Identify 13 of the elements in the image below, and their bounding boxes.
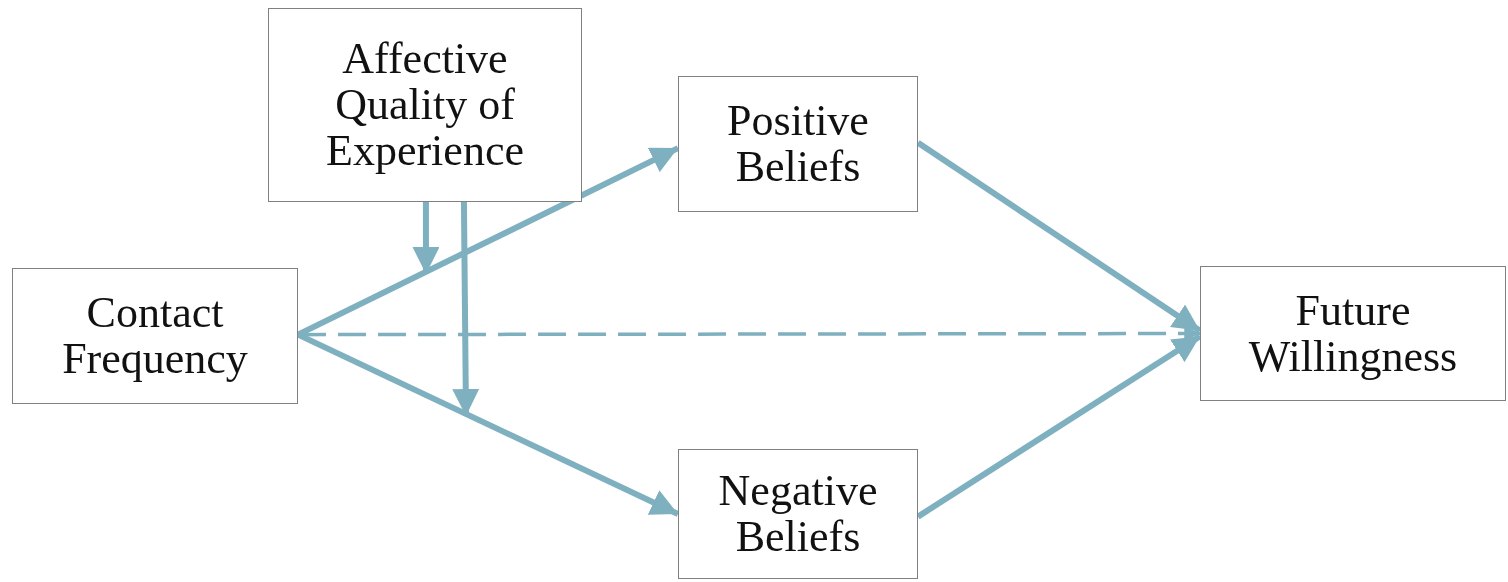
box-label: Negative Beliefs — [717, 468, 879, 560]
box-label: Affective Quality of Experience — [325, 36, 525, 174]
box-label: Positive Beliefs — [726, 98, 870, 190]
arrow — [916, 140, 1202, 334]
concept-box — [1200, 266, 1506, 401]
concept-box — [678, 76, 918, 212]
concept-box — [268, 8, 582, 202]
arrow — [916, 333, 1202, 520]
box-label: Future Willingness — [1247, 287, 1459, 380]
box-label: Contact Frequency — [61, 290, 249, 382]
arrow — [412, 202, 440, 274]
concept-box — [12, 268, 298, 404]
concept-box — [678, 449, 918, 579]
